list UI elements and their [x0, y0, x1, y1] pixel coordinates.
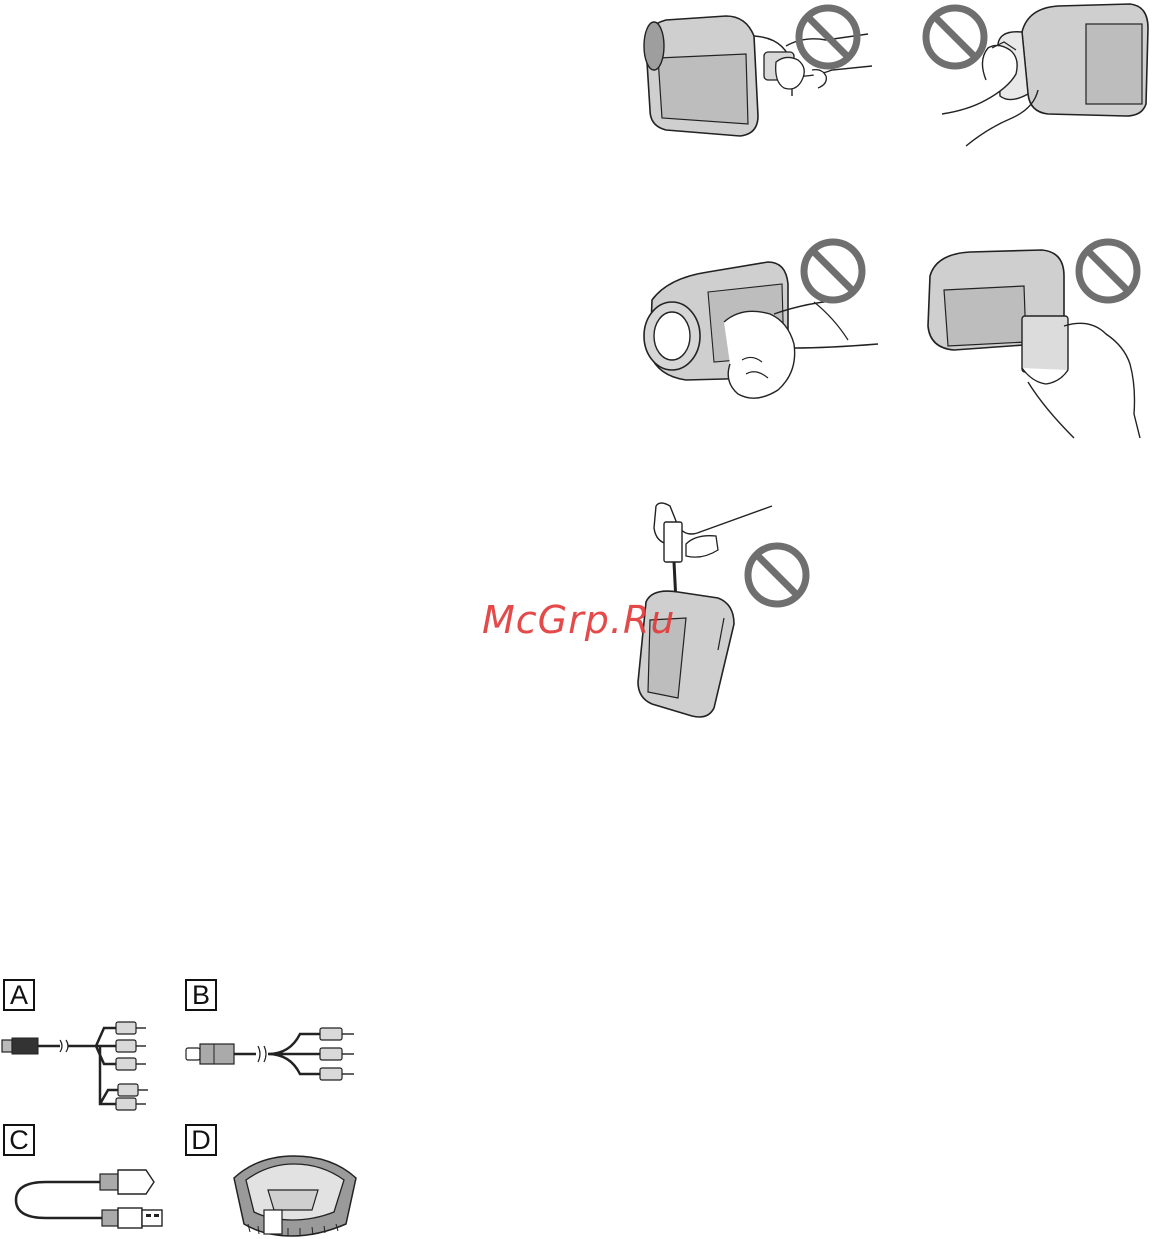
accessory-label-c: C — [3, 1124, 35, 1156]
lens-hood-icon — [228, 1154, 362, 1238]
prohibition-sign-icon — [1073, 236, 1143, 306]
accessory-label-b: B — [185, 979, 217, 1011]
prohibition-sign-icon — [793, 2, 863, 72]
prohibition-sign-icon — [798, 236, 868, 306]
prohibition-sign-icon — [920, 2, 990, 72]
prohibition-sign-icon — [742, 540, 812, 610]
usb-cable-icon — [6, 1164, 168, 1230]
component-av-cable-icon — [0, 1018, 172, 1118]
accessory-label-d: D — [185, 1124, 217, 1156]
accessory-label-a: A — [3, 979, 35, 1011]
av-cable-icon — [180, 1022, 358, 1086]
watermark: McGrp.Ru — [482, 598, 675, 642]
